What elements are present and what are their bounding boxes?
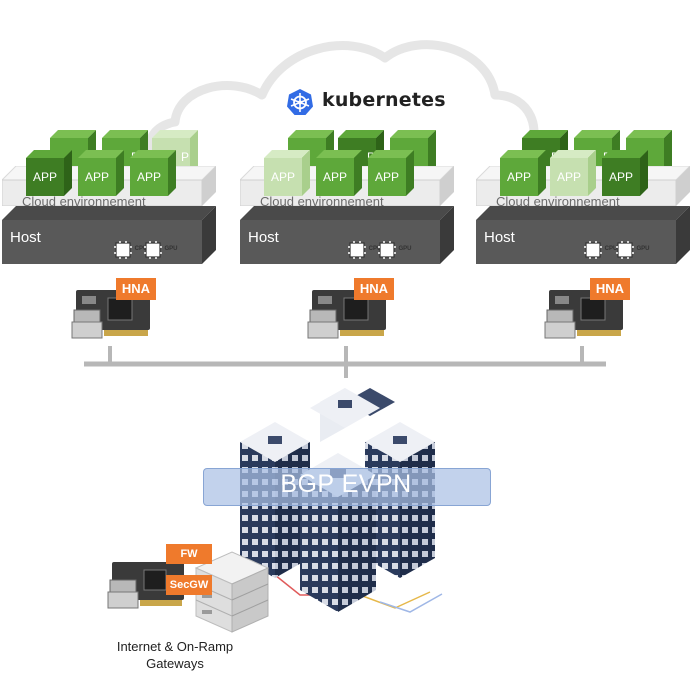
cpu-chip-label: CPU xyxy=(368,246,382,252)
gpu-chip-icon: GPU xyxy=(378,241,412,259)
gateway-caption: Internet & On-Ramp Gateways xyxy=(100,638,250,672)
app-cube: APP xyxy=(500,150,546,196)
gpu-chip-label: GPU xyxy=(636,246,650,252)
gpu-chip-label: GPU xyxy=(164,246,178,252)
app-label: APP xyxy=(374,170,399,184)
cloud-environment-label: Cloud environnement xyxy=(496,194,620,209)
host-label: Host xyxy=(484,229,515,246)
gpu-chip-label: GPU xyxy=(398,246,412,252)
cpu-chip-label: CPU xyxy=(134,246,148,252)
host-layer xyxy=(2,206,216,264)
app-cube: APP xyxy=(264,150,310,196)
kubernetes-brand-label: kubernetes xyxy=(322,89,446,111)
nic-card-icon xyxy=(307,290,386,339)
bgp-evpn-banner xyxy=(203,468,491,506)
app-cube: APP xyxy=(78,150,124,196)
gateway-caption-line-1: Internet & On-Ramp xyxy=(116,639,234,654)
fw-badge: FW xyxy=(166,544,212,564)
kubernetes-wheel-icon xyxy=(287,89,313,115)
cloud-environment-label: Cloud environnement xyxy=(22,194,146,209)
node-stack-3: P P Cloud environnement APP APP APP xyxy=(476,128,690,288)
hna-badge: HNA xyxy=(116,278,156,300)
app-cube: APP xyxy=(316,150,362,196)
app-label: APP xyxy=(270,170,295,184)
cpu-chip-label: CPU xyxy=(604,246,618,252)
app-cube: APP xyxy=(130,150,176,196)
app-label: APP xyxy=(136,170,161,184)
bgp-evpn-label: BGP EVPN xyxy=(280,470,412,498)
app-cube: APP xyxy=(26,150,72,196)
cloud-environment-label: Cloud environnement xyxy=(260,194,384,209)
host-label: Host xyxy=(10,229,41,246)
hna-badge: HNA xyxy=(590,278,630,300)
hna-badge: HNA xyxy=(354,278,394,300)
app-label: APP xyxy=(608,170,633,184)
node-stack-2: P Cloud environnement APP APP APP Host xyxy=(240,128,454,288)
gpu-chip-icon: GPU xyxy=(144,241,178,259)
cpu-chip-icon: CPU xyxy=(114,241,147,259)
host-layer xyxy=(240,206,454,264)
app-label: APP xyxy=(556,170,581,184)
app-label: APP xyxy=(506,170,531,184)
host-layer xyxy=(476,206,690,264)
app-label: APP xyxy=(322,170,347,184)
gateway-caption-line-2: Gateways xyxy=(146,656,204,671)
node-stack-1: P P Cloud environnement APP APP APP xyxy=(2,128,216,288)
cpu-chip-icon: CPU xyxy=(584,241,617,259)
cpu-chip-icon: CPU xyxy=(348,241,381,259)
secgw-badge: SecGW xyxy=(166,575,212,595)
gpu-chip-icon: GPU xyxy=(616,241,650,259)
host-label: Host xyxy=(248,229,279,246)
app-cube: APP xyxy=(550,150,596,196)
app-cube: APP xyxy=(368,150,414,196)
app-label: APP xyxy=(32,170,57,184)
app-cube: APP xyxy=(602,150,648,196)
gateway-appliance-icon xyxy=(194,551,270,633)
app-label: P xyxy=(180,150,189,164)
app-label: APP xyxy=(84,170,109,184)
nic-card-icon xyxy=(71,290,150,339)
interconnect-bus xyxy=(84,346,606,378)
